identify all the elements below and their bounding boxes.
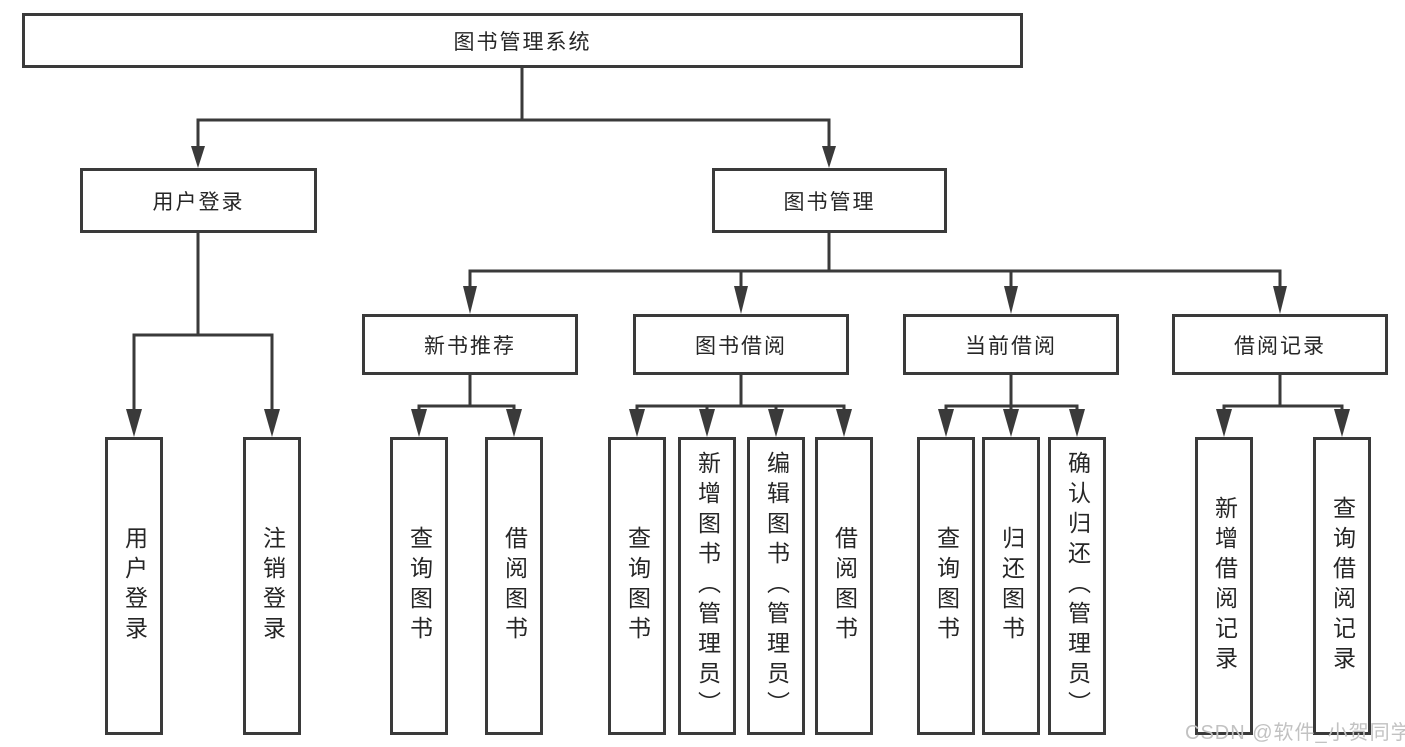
- leaf-user-login: 用户登录: [105, 437, 163, 735]
- arrowhead: [463, 286, 477, 314]
- arrowhead: [836, 409, 852, 437]
- arrowhead: [822, 146, 836, 168]
- node-new-book-recommend: 新书推荐: [362, 314, 578, 375]
- leaf-current-confirm-return-admin: 确认归还（管理员）: [1048, 437, 1106, 735]
- branch-user-login: [126, 231, 280, 437]
- node-book-borrowing: 图书借阅: [633, 314, 849, 375]
- leaf-logout: 注销登录: [243, 437, 301, 735]
- branch-borrowing-records: [1216, 373, 1350, 437]
- arrowhead: [734, 286, 748, 314]
- branch-current-borrowing: [938, 373, 1085, 437]
- leaf-borrow-borrow-books: 借阅图书: [815, 437, 873, 735]
- arrowhead: [699, 409, 715, 437]
- arrowhead: [506, 409, 522, 437]
- node-book-management: 图书管理: [712, 168, 947, 233]
- node-current-borrowing: 当前借阅: [903, 314, 1119, 375]
- arrowhead: [768, 409, 784, 437]
- arrowhead: [1004, 286, 1018, 314]
- branch-root: [191, 66, 836, 168]
- arrowhead: [938, 409, 954, 437]
- arrowhead: [1334, 409, 1350, 437]
- leaf-borrow-query-books: 查询图书: [608, 437, 666, 735]
- leaf-current-query-books: 查询图书: [917, 437, 975, 735]
- branch-new-book-recommend: [411, 373, 522, 437]
- branch-book-management: [463, 231, 1287, 314]
- leaf-newrec-query-books: 查询图书: [390, 437, 448, 735]
- node-library-system: 图书管理系统: [22, 13, 1023, 68]
- arrowhead: [629, 409, 645, 437]
- csdn-watermark: CSDN @软件_小贺同学: [1185, 722, 1405, 744]
- leaf-records-add-record: 新增借阅记录: [1195, 437, 1253, 735]
- leaf-borrow-edit-books-admin: 编辑图书（管理员）: [747, 437, 805, 735]
- leaf-records-query-record: 查询借阅记录: [1313, 437, 1371, 735]
- arrowhead: [264, 409, 280, 437]
- arrowhead: [1273, 286, 1287, 314]
- leaf-newrec-borrow-books: 借阅图书: [485, 437, 543, 735]
- arrowhead: [1216, 409, 1232, 437]
- leaf-borrow-add-books-admin: 新增图书（管理员）: [678, 437, 736, 735]
- branch-book-borrowing: [629, 373, 852, 437]
- arrowhead: [126, 409, 142, 437]
- arrowhead: [1069, 409, 1085, 437]
- leaf-current-return-books: 归还图书: [982, 437, 1040, 735]
- arrowhead: [1003, 409, 1019, 437]
- node-borrowing-records: 借阅记录: [1172, 314, 1388, 375]
- arrowhead: [191, 146, 205, 168]
- node-user-login: 用户登录: [80, 168, 317, 233]
- arrowhead: [411, 409, 427, 437]
